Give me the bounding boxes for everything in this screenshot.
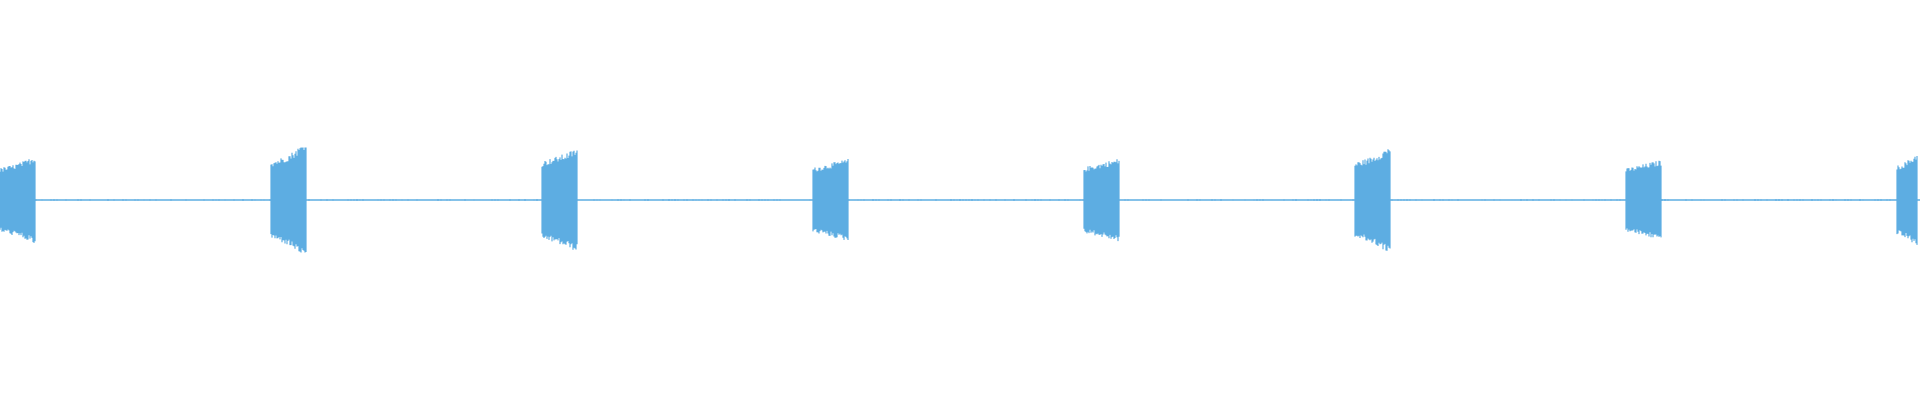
waveform-burst-6 [1354,149,1391,251]
waveform-burst-7 [1625,160,1662,238]
waveform-burst-8 [1896,156,1918,245]
waveform-burst-4 [812,159,849,240]
waveform-burst-5 [1083,159,1120,242]
waveform-burst-3 [541,150,578,250]
waveform-burst-1 [0,159,36,243]
waveform-burst-2 [270,147,307,253]
